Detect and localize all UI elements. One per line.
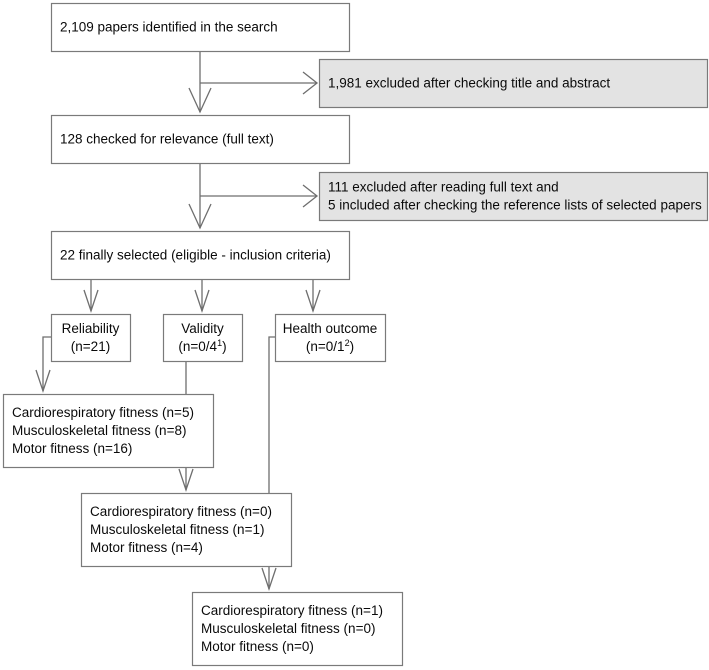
reliability-box-line-1: (n=21): [71, 339, 110, 354]
reliability-box: Reliability (n=21): [50, 313, 132, 363]
arrowhead-to-validity: [194, 289, 210, 314]
arrowhead-to-relevance: [188, 87, 212, 114]
papers-identified-box-line-0: 2,109 papers identified in the search: [60, 20, 278, 35]
arrowhead-to-fitness1: [35, 369, 51, 394]
finally-selected-box: 22 finally selected (eligible - inclusio…: [50, 230, 351, 281]
health-outcome-fitness-counts-box-line-2: Motor fitness (n=0): [201, 639, 314, 654]
health-outcome-box: Health outcome (n=0/12): [274, 313, 387, 363]
excluded-title-abstract-box-rect: [318, 58, 709, 109]
reliability-box-line-0: Reliability: [62, 321, 120, 336]
reliability-fitness-counts-box: Cardiorespiratory fitness (n=5) Musculosk…: [2, 393, 215, 469]
health-outcome-fitness-counts-box-line-1: Musculoskeletal fitness (n=0): [201, 621, 375, 636]
excluded-title-abstract-box-line-0: 1,981 excluded after checking title and …: [328, 76, 610, 91]
health-outcome-fitness-counts-box: Cardiorespiratory fitness (n=1) Musculosk…: [191, 591, 404, 667]
validity-fitness-counts-box-line-2: Motor fitness (n=4): [90, 540, 203, 555]
validity-fitness-counts-box: Cardiorespiratory fitness (n=0) Musculosk…: [80, 492, 293, 568]
arrowhead-to-fitness2: [178, 468, 194, 493]
excluded-full-text-box-rect: [318, 171, 709, 222]
health-outcome-box-line-1: (n=0/12): [306, 338, 354, 354]
arrowheads-layer: [35, 71, 321, 592]
arrowhead-to-selected: [188, 203, 212, 230]
health-outcome-box-superscript: 2: [345, 338, 350, 348]
finally-selected-box-line-0: 22 finally selected (eligible - inclusio…: [60, 248, 331, 263]
checked-relevance-box-line-0: 128 checked for relevance (full text): [60, 132, 274, 147]
reliability-fitness-counts-box-line-0: Cardiorespiratory fitness (n=5): [12, 405, 194, 420]
arrowhead-to-excluded1: [302, 71, 319, 95]
arrowhead-to-health: [305, 289, 321, 314]
validity-box-rect: [162, 313, 244, 363]
reliability-fitness-counts-box-line-2: Motor fitness (n=16): [12, 441, 132, 456]
arrowhead-to-fitness3: [261, 567, 277, 592]
validity-box-line-1: (n=0/41): [178, 338, 226, 354]
checked-relevance-box: 128 checked for relevance (full text): [50, 114, 351, 165]
arrowhead-to-excluded2: [302, 184, 319, 208]
validity-box-superscript: 1: [217, 338, 222, 348]
papers-identified-box-rect: [50, 2, 351, 53]
health-outcome-box-rect: [274, 313, 387, 363]
excluded-full-text-box-line-1: 5 included after checking the reference …: [328, 198, 702, 213]
health-outcome-fitness-counts-box-line-0: Cardiorespiratory fitness (n=1): [201, 603, 383, 618]
arrowhead-to-reliability: [83, 289, 99, 314]
validity-fitness-counts-box-line-1: Musculoskeletal fitness (n=1): [90, 522, 264, 537]
validity-box-line-0: Validity: [181, 321, 224, 336]
excluded-full-text-box-line-0: 111 excluded after reading full text and: [328, 180, 559, 195]
reliability-fitness-counts-box-rect: [2, 393, 215, 469]
validity-fitness-counts-box-line-0: Cardiorespiratory fitness (n=0): [90, 504, 272, 519]
excluded-full-text-box: 111 excluded after reading full text and…: [318, 171, 709, 222]
excluded-title-abstract-box: 1,981 excluded after checking title and …: [318, 58, 709, 109]
reliability-box-rect: [50, 313, 132, 363]
finally-selected-box-rect: [50, 230, 351, 281]
checked-relevance-box-rect: [50, 114, 351, 165]
reliability-fitness-counts-box-line-1: Musculoskeletal fitness (n=8): [12, 423, 186, 438]
health-outcome-fitness-counts-box-rect: [191, 591, 404, 667]
validity-box: Validity (n=0/41): [162, 313, 244, 363]
health-outcome-box-line-0: Health outcome: [283, 321, 378, 336]
papers-identified-box: 2,109 papers identified in the search: [50, 2, 351, 53]
validity-fitness-counts-box-rect: [80, 492, 293, 568]
